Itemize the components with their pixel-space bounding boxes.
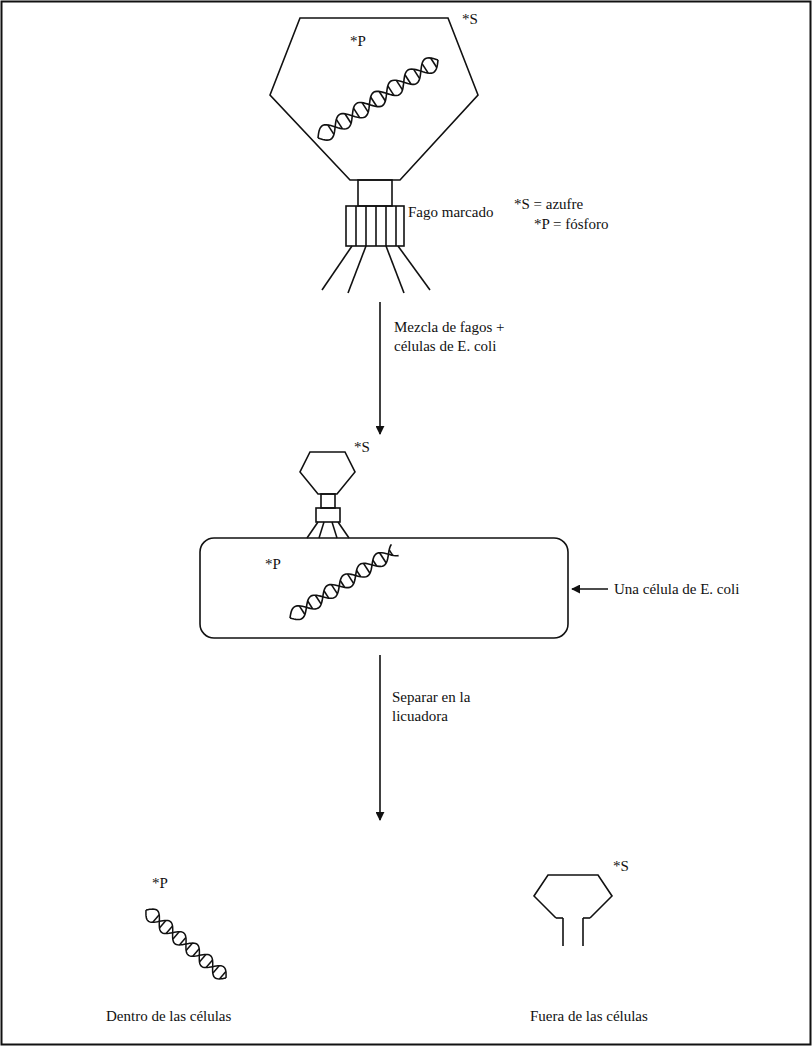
dna-rung — [389, 550, 393, 555]
phage-neck — [321, 494, 335, 508]
dna-rung — [413, 69, 419, 78]
dna-helix — [318, 58, 438, 140]
step-label: Mezcla de fagos + células de E. coli — [394, 318, 516, 356]
dna-rung — [362, 103, 368, 112]
dna-rung — [186, 943, 192, 951]
dna-rung — [345, 114, 351, 123]
dna-rung — [422, 64, 428, 73]
step-label: Separar en la licuadora — [392, 688, 490, 726]
dna-rung — [173, 932, 179, 940]
isotope-mark: *P — [265, 555, 281, 574]
sheath-stripe — [375, 206, 377, 246]
tail-fiber — [319, 522, 324, 538]
coat-rim — [583, 917, 590, 919]
dna-rung — [396, 80, 402, 89]
coat-tail — [582, 918, 584, 946]
cell-node: *P — [196, 436, 572, 642]
key-note: *P = fósforo — [534, 215, 609, 234]
tail-fiber — [348, 246, 366, 293]
dna-rung — [308, 601, 313, 609]
dna-rung — [299, 606, 305, 615]
location-label: Fuera de las células — [530, 1007, 648, 1026]
isotope-mark: *P — [350, 32, 366, 51]
tail-fiber — [398, 246, 430, 290]
dna-rung — [219, 971, 225, 979]
dna-rung — [388, 86, 394, 95]
dna-rung — [328, 125, 334, 134]
dna-rung — [331, 585, 337, 594]
coat-head — [534, 875, 612, 918]
dna-rung — [213, 966, 219, 974]
bacterial-cell — [200, 538, 568, 638]
tail-fiber — [332, 522, 337, 538]
dna-strand — [318, 58, 438, 138]
dna-rung — [371, 97, 377, 106]
dna-rung — [199, 954, 205, 962]
location-label: Dentro de las células — [106, 1007, 231, 1026]
isotope-mark: *P — [152, 874, 168, 893]
tail-fiber — [386, 246, 404, 293]
dna-rung — [379, 91, 385, 100]
dna-helix — [290, 544, 399, 619]
dna-rung — [336, 119, 342, 128]
isotope-mark: *S — [354, 438, 370, 457]
sheath-stripe — [385, 206, 387, 246]
phage-node: *P — [262, 14, 484, 296]
tail-fiber — [322, 246, 352, 290]
dna-rung — [193, 949, 199, 957]
dna-rung — [324, 591, 329, 598]
dna-strand — [290, 553, 399, 620]
tail-fiber — [307, 522, 318, 538]
dna-rung — [153, 915, 159, 923]
dna-rung — [363, 563, 369, 573]
dna-strand — [146, 910, 226, 978]
dna-rung — [357, 570, 361, 576]
dna-rung — [405, 75, 411, 84]
phage-neck — [358, 180, 392, 206]
isotope-mark: *S — [462, 10, 478, 29]
dna-rung — [166, 926, 172, 934]
isotope-mark: *S — [613, 857, 629, 876]
sheath-stripe — [355, 206, 357, 246]
dna-rung — [315, 595, 321, 604]
process-arrow — [379, 655, 381, 820]
coat-rim — [556, 917, 563, 919]
sheath-stripe — [365, 206, 367, 246]
leader-arrow — [572, 588, 608, 589]
key-note: *S = azufre — [514, 195, 583, 214]
dna-rung — [159, 920, 165, 928]
process-arrow — [379, 302, 381, 434]
callout-label: Una célula de E. coli — [614, 580, 739, 599]
phage-head — [270, 18, 478, 180]
coat-tail — [562, 918, 564, 946]
node-outline — [196, 436, 572, 642]
dna-rung — [347, 574, 353, 584]
dna-rung — [380, 553, 387, 563]
dna-strand — [290, 544, 391, 618]
dna-rung — [179, 937, 185, 945]
node-outline — [262, 14, 484, 296]
dna-helix — [146, 909, 226, 979]
figure-label: Fago marcado — [408, 203, 493, 222]
tail-fiber — [338, 522, 349, 538]
sheath-stripe — [395, 206, 397, 246]
dna-rung — [340, 581, 344, 588]
phage-sheath — [316, 508, 340, 522]
dna-rung — [431, 58, 437, 67]
dna-rung — [353, 108, 359, 117]
dna-rung — [206, 960, 212, 968]
dna-strand — [146, 909, 226, 979]
phage-sheath — [346, 206, 404, 246]
dna-rung — [373, 560, 377, 566]
phage-head — [300, 452, 355, 494]
empty-phage-coat — [534, 875, 612, 946]
